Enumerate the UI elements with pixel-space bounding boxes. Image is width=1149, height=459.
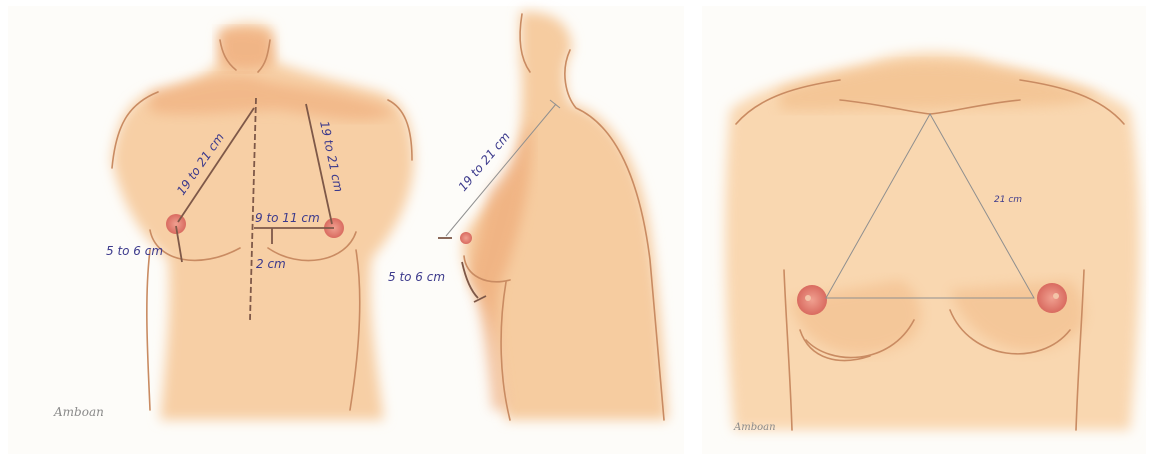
triangle-right-nipple-highlight <box>1053 293 1059 299</box>
side-label-nipple-fold: 5 to 6 cm <box>388 270 445 284</box>
front-label-nipple-midline: 9 to 11 cm <box>255 211 320 225</box>
panel-front: 19 to 21 cm 19 to 21 cm 9 to 11 cm 5 to … <box>8 6 452 454</box>
front-signature: Amboan <box>53 405 104 419</box>
triangle-label-side: 21 cm <box>994 195 1022 205</box>
side-areola <box>460 232 472 244</box>
front-label-fold-midline: 2 cm <box>256 257 286 271</box>
triangle-left-nipple-highlight <box>805 295 811 301</box>
front-shadow-neck <box>218 28 274 69</box>
triangle-left-areola <box>797 285 827 315</box>
triangle-right-areola <box>1037 283 1067 313</box>
front-label-nipple-fold: 5 to 6 cm <box>106 244 163 258</box>
panel-triangle: 21 cm Amboan <box>702 6 1146 454</box>
triangle-signature: Amboan <box>733 422 776 433</box>
